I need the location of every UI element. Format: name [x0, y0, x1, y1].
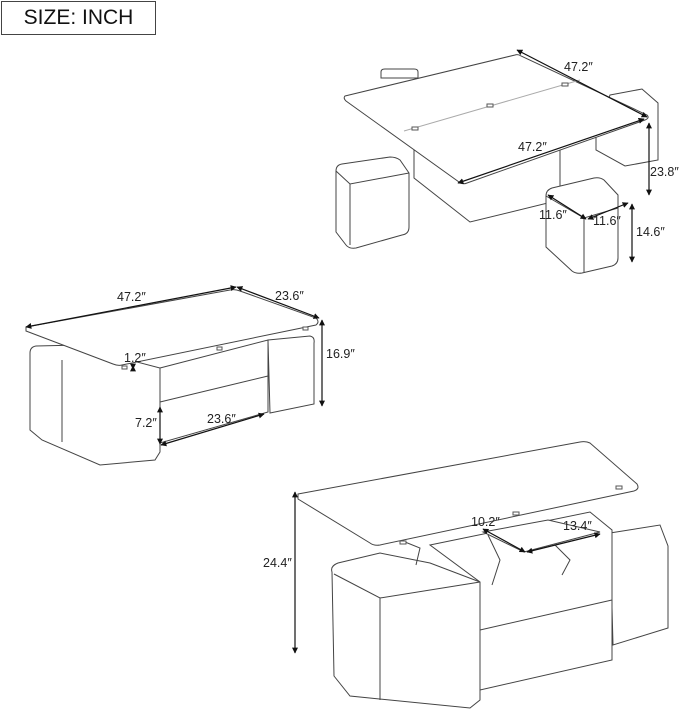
dim-drawer-height: 7.2″: [135, 416, 157, 430]
dim-ottoman-width: 11.6″: [593, 214, 621, 228]
dim-drawer-width: 23.6″: [207, 412, 236, 426]
extended-table-view: [335, 54, 659, 274]
dim-extended-front-length: 47.2″: [518, 140, 547, 154]
dim-ottoman-depth: 11.6″: [539, 208, 567, 222]
lifted-table-view: [297, 441, 669, 709]
dim-ottoman-height: 14.6″: [636, 225, 665, 239]
closed-table-view: [25, 289, 319, 466]
dim-lifted-height: 24.4″: [263, 556, 292, 570]
dim-compartment-depth: 10.2″: [471, 515, 500, 529]
dim-closed-width: 23.6″: [275, 289, 304, 303]
dim-extended-back-length: 47.2″: [564, 60, 593, 74]
dim-extended-height: 23.8″: [650, 165, 679, 179]
dim-closed-length: 47.2″: [117, 290, 146, 304]
dim-top-thickness: 1.2″: [124, 351, 146, 365]
dimension-arrows: [25, 49, 652, 654]
dim-closed-height: 16.9″: [326, 347, 355, 361]
dim-compartment-width: 13.4″: [563, 519, 592, 533]
size-unit-label: SIZE: INCH: [1, 1, 156, 35]
